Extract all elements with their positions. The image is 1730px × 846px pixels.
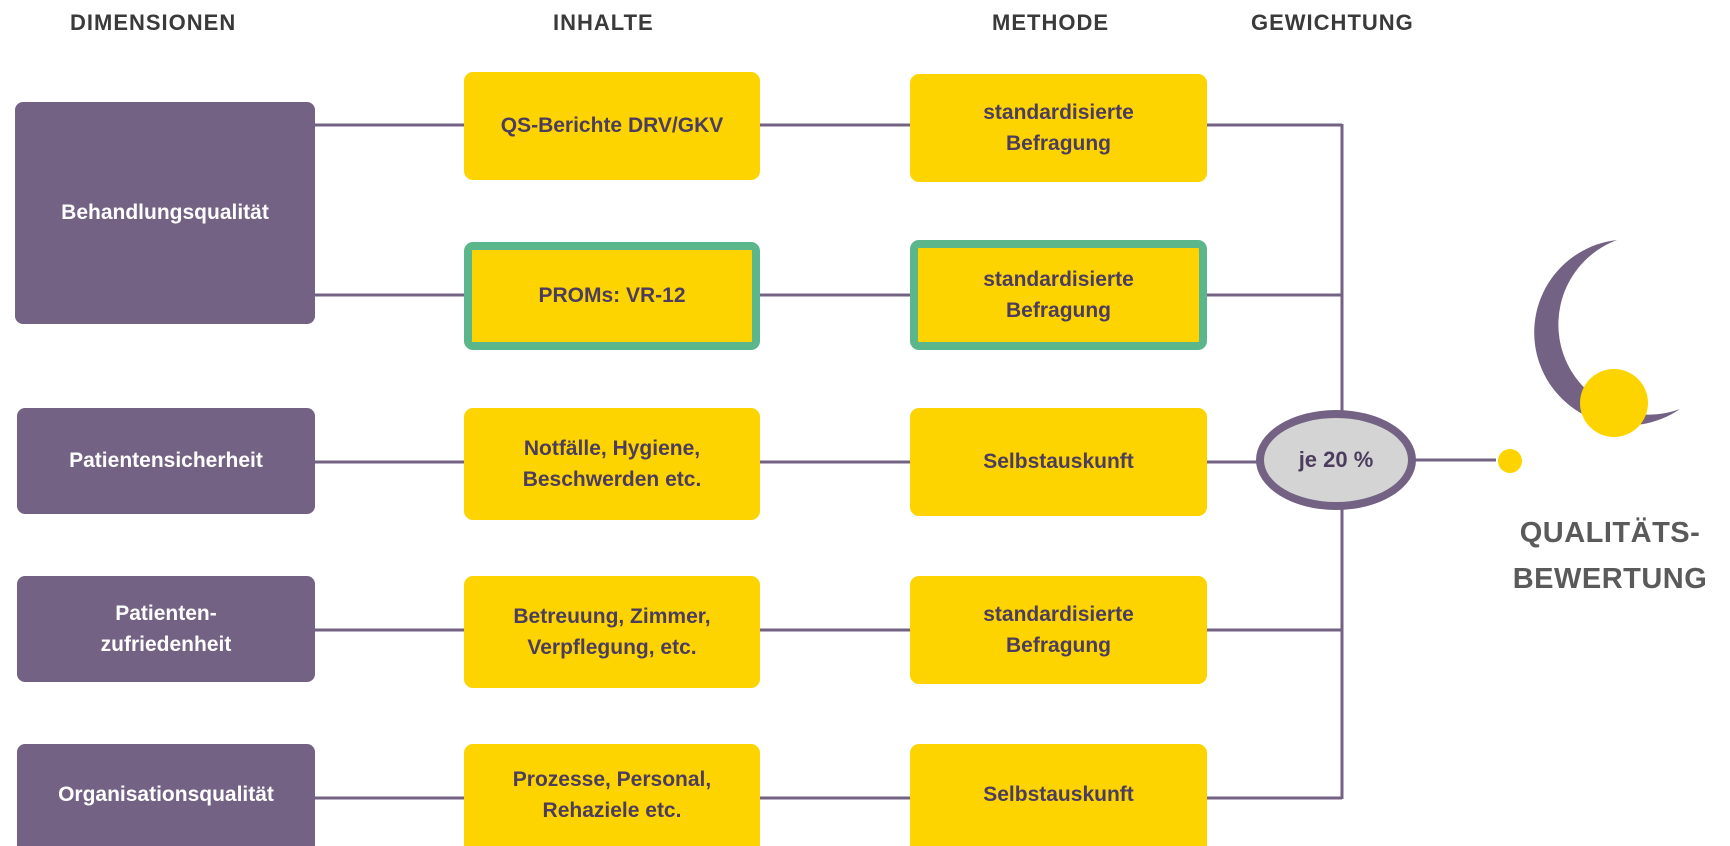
dimension-box: Behandlungsqualität bbox=[15, 102, 315, 324]
header-gewichtung: GEWICHTUNG bbox=[1251, 10, 1414, 35]
dimension-box: Patienten- zufriedenheit bbox=[17, 576, 315, 682]
method-box: Selbstauskunft bbox=[910, 744, 1207, 846]
content-box: QS-Berichte DRV/GKV bbox=[464, 72, 760, 180]
result-label: QUALITÄTS- BEWERTUNG bbox=[1512, 517, 1708, 596]
header-dimensionen: DIMENSIONEN bbox=[70, 10, 237, 35]
output-dot bbox=[1498, 449, 1522, 473]
method-box: Selbstauskunft bbox=[910, 408, 1207, 516]
weight-label: je 20 % bbox=[1298, 447, 1374, 472]
dimension-box: Organisationsqualität bbox=[17, 744, 315, 846]
weight-oval: je 20 % bbox=[1256, 410, 1416, 510]
method-box-highlighted: standardisierte Befragung bbox=[910, 240, 1207, 350]
result-circle bbox=[1534, 240, 1680, 426]
content-box-highlighted: PROMs: VR-12 bbox=[464, 242, 760, 350]
header-methode: METHODE bbox=[992, 10, 1109, 35]
method-box: standardisierte Befragung bbox=[910, 74, 1207, 182]
method-box: standardisierte Befragung bbox=[910, 576, 1207, 684]
header-inhalte: INHALTE bbox=[553, 10, 654, 35]
content-box: Betreuung, Zimmer, Verpflegung, etc. bbox=[464, 576, 760, 688]
result-dot bbox=[1580, 369, 1648, 437]
content-box: Notfälle, Hygiene, Beschwerden etc. bbox=[464, 408, 760, 520]
content-box: Prozesse, Personal, Rehaziele etc. bbox=[464, 744, 760, 846]
dimension-box: Patientensicherheit bbox=[17, 408, 315, 514]
